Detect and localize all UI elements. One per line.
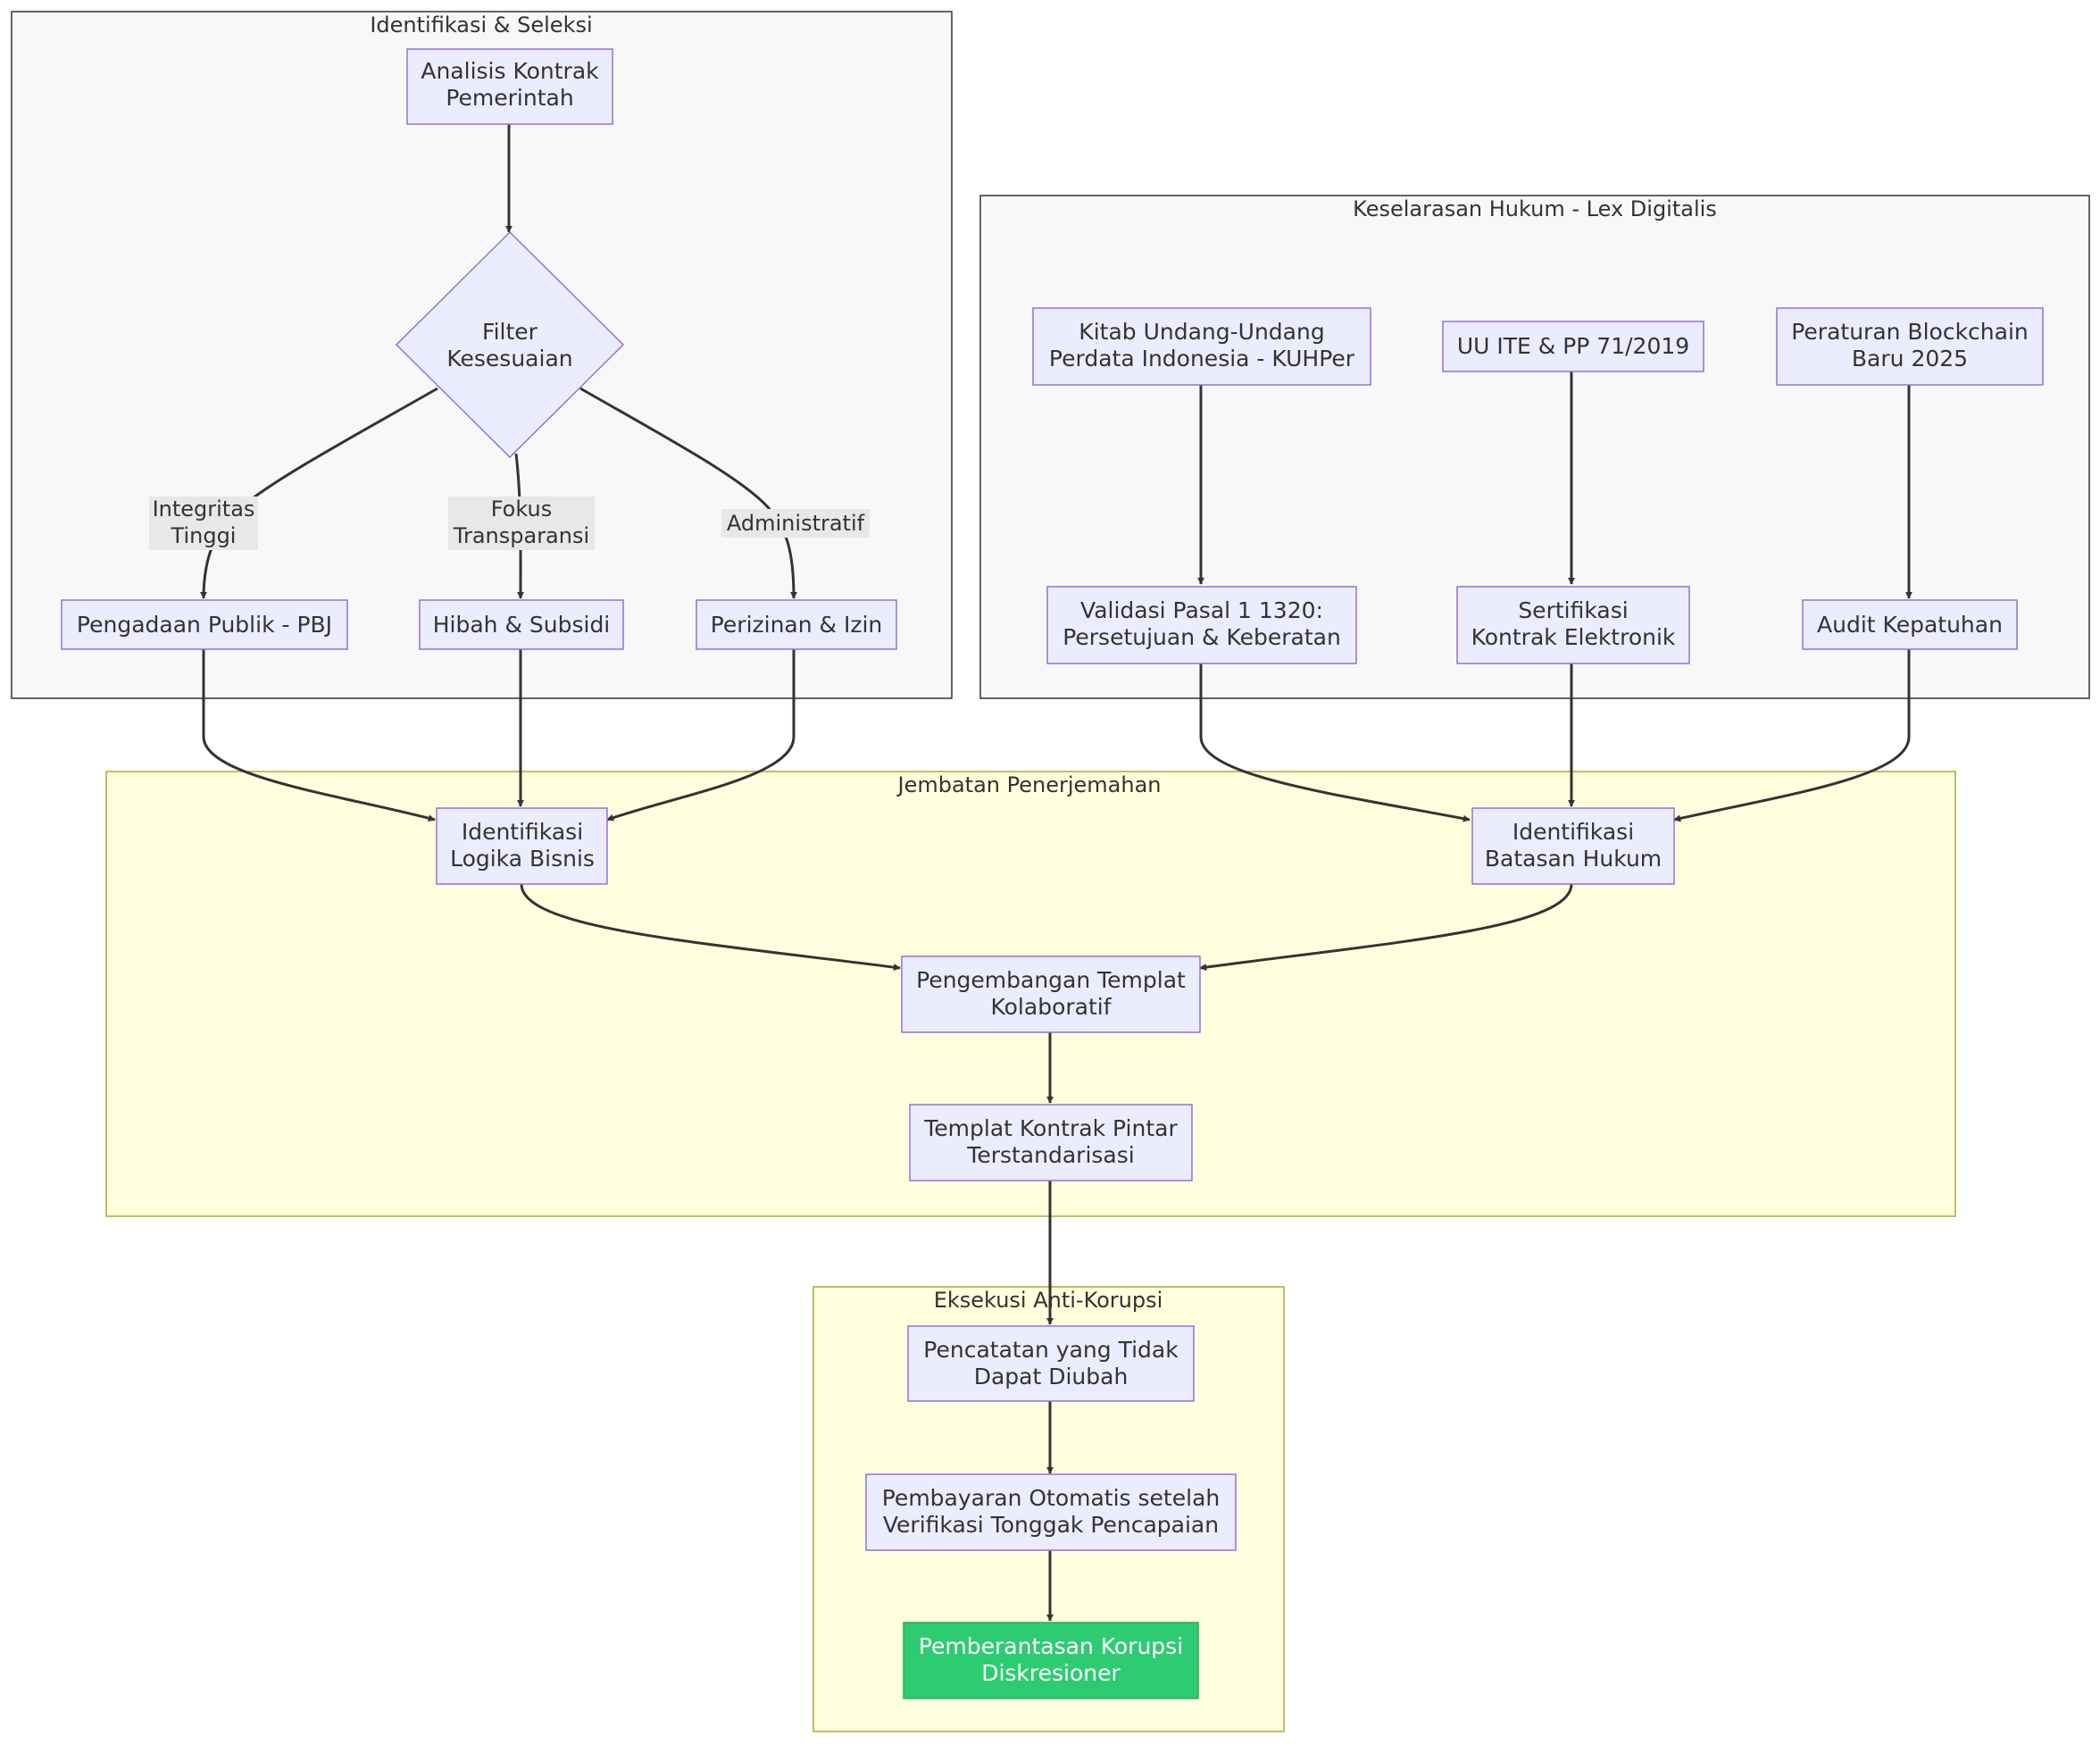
- svg-text:Validasi Pasal 1 1320:Persetuj: Validasi Pasal 1 1320:Persetujuan & Kebe…: [1062, 597, 1341, 650]
- cluster-title-eksekusi: Eksekusi Anti-Korupsi: [934, 1288, 1163, 1313]
- node-validasi-pasal: Validasi Pasal 1 1320:Persetujuan & Kebe…: [1046, 586, 1357, 664]
- node-perizinan-izin: Perizinan & Izin: [696, 599, 897, 650]
- edge-perizinan-logika: [606, 649, 796, 822]
- edge-logika-pengembangan: [520, 883, 901, 972]
- edge-filter-pengadaan: [200, 387, 438, 599]
- svg-text:Pengadaan Publik - PBJ: Pengadaan Publik - PBJ: [77, 612, 332, 638]
- edge-pengadaan-logika: [202, 649, 436, 822]
- svg-text:Hibah & Subsidi: Hibah & Subsidi: [433, 612, 611, 638]
- edge-validasi-batasan: [1199, 663, 1471, 822]
- edges: [200, 124, 1912, 1622]
- svg-text:Audit Kepatuhan: Audit Kepatuhan: [1817, 612, 2003, 638]
- node-pengadaan-publik: Pengadaan Publik - PBJ: [61, 599, 348, 650]
- edge-batasan-pengembangan: [1199, 883, 1573, 972]
- cluster-title-identifikasi: Identifikasi & Seleksi: [370, 13, 592, 38]
- edge-label-administratif: Administratif: [721, 509, 870, 538]
- edge-filter-perizinan: [579, 387, 797, 599]
- cluster-title-jembatan: Jembatan Penerjemahan: [896, 772, 1162, 797]
- svg-text:Perizinan & Izin: Perizinan & Izin: [711, 612, 883, 638]
- node-uu-ite: UU ITE & PP 71/2019: [1442, 321, 1704, 372]
- cluster-title-keselarasan: Keselarasan Hukum - Lex Digitalis: [1353, 196, 1717, 221]
- svg-text:UU ITE & PP 71/2019: UU ITE & PP 71/2019: [1457, 333, 1689, 359]
- node-hibah-subsidi: Hibah & Subsidi: [419, 599, 624, 650]
- svg-text:Administratif: Administratif: [727, 511, 865, 536]
- node-audit-kepatuhan: Audit Kepatuhan: [1802, 599, 2018, 650]
- edge-audit-batasan: [1673, 649, 1911, 822]
